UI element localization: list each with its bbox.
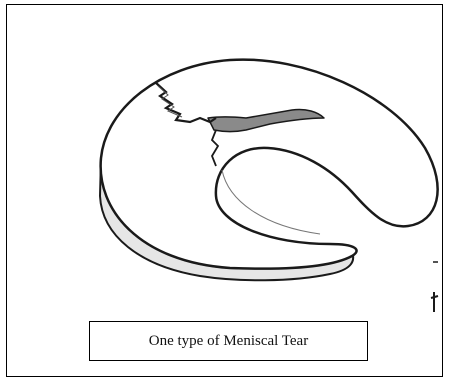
crop-artifact-glyph <box>431 292 438 312</box>
caption-box: One type of Meniscal Tear <box>89 321 368 361</box>
meniscus-top-surface <box>101 60 438 269</box>
figure-caption: One type of Meniscal Tear <box>149 333 308 350</box>
